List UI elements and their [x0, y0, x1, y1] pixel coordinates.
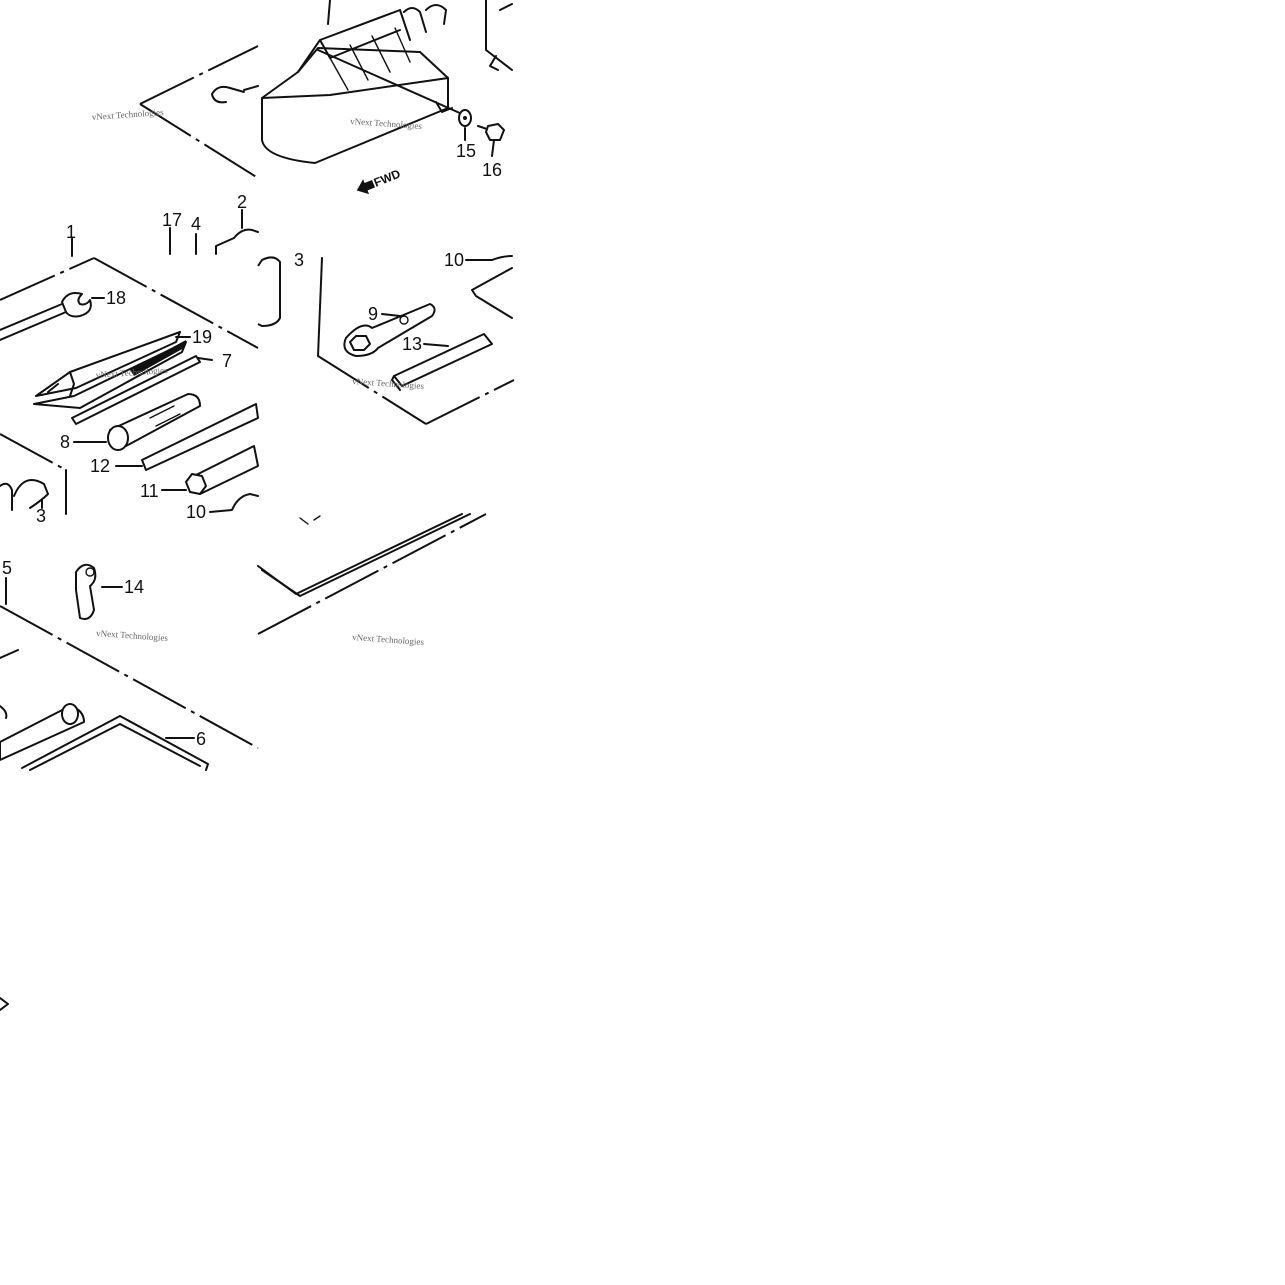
callout-10b: 10 [444, 250, 464, 270]
tile-tool-set: 1 17 4 2 3 18 19 7 [0, 192, 304, 526]
bolt-16 [477, 123, 505, 141]
washer-15 [458, 109, 472, 127]
edge-marker [0, 997, 9, 1011]
tile-tool-tray: 15 16 FWD vNext Technologies vNext Techn… [91, 0, 513, 195]
callout-5: 5 [2, 558, 12, 578]
bar-12 [141, 403, 259, 471]
callout-4: 4 [191, 214, 201, 234]
callout-2: 2 [237, 192, 247, 212]
callout-3b: 3 [36, 506, 46, 526]
callout-1: 1 [66, 222, 76, 242]
callout-16: 16 [482, 160, 502, 180]
callout-11: 11 [140, 481, 159, 501]
callout-10a: 10 [186, 502, 206, 522]
callout-14: 14 [124, 577, 144, 597]
tool-tray-box [261, 4, 453, 164]
callout-19: 19 [192, 327, 212, 347]
callout-3a: 3 [294, 250, 304, 270]
callout-17: 17 [162, 210, 182, 230]
box-wrench-11 [185, 445, 259, 495]
wrench-18 [0, 292, 92, 341]
hex-key-3 [0, 479, 49, 511]
callout-8: 8 [60, 432, 70, 452]
tile-panel: vNext Technologies [257, 513, 487, 647]
callout-6: 6 [196, 729, 206, 749]
tray-6 [21, 715, 209, 771]
watermark-1: vNext Technologies [91, 107, 164, 122]
tile-spanner: 10 9 13 vNext Technologies [317, 250, 515, 425]
fwd-arrow: FWD [356, 166, 403, 195]
screwdriver-handle-8 [107, 393, 201, 451]
fwd-label: FWD [372, 166, 403, 189]
callout-18: 18 [106, 288, 126, 308]
screwdriver-7 [71, 355, 201, 425]
callout-12: 12 [90, 456, 110, 476]
tile-key: 5 14 6 vNext Technologies [0, 558, 259, 771]
callout-7: 7 [222, 351, 232, 371]
callout-9: 9 [368, 304, 378, 324]
callout-15: 15 [456, 141, 476, 161]
spanner-9 [343, 303, 436, 357]
callout-13: 13 [402, 334, 422, 354]
watermark-6: vNext Technologies [352, 632, 425, 647]
key-14 [75, 563, 97, 620]
watermark-5: vNext Technologies [96, 628, 169, 643]
bar-13 [391, 333, 493, 391]
